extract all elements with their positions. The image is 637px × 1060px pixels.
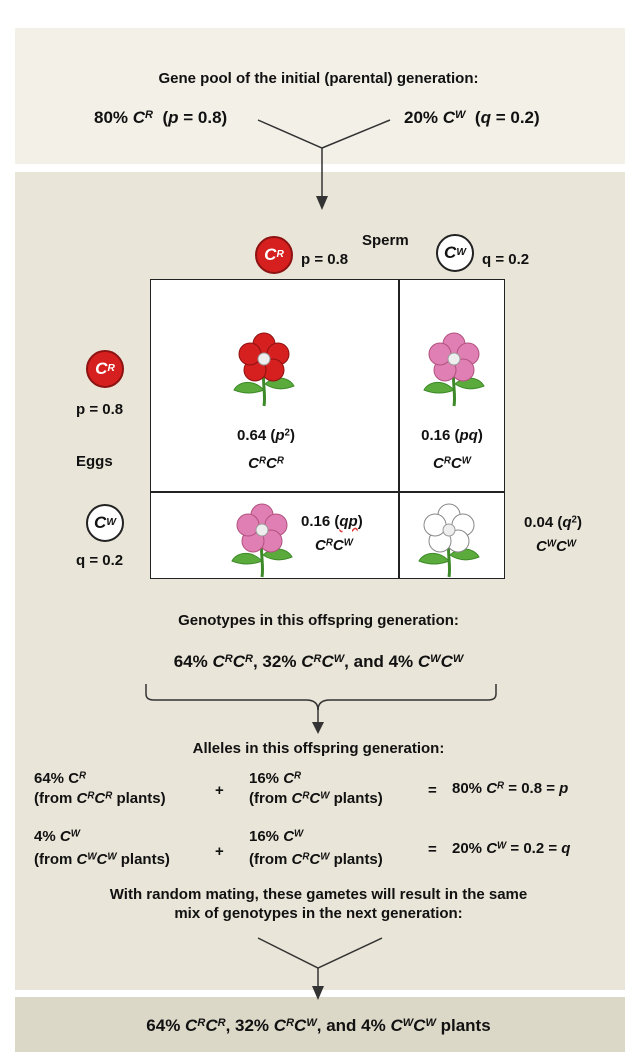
row2-result: 20% CW = 0.2 = q	[452, 840, 571, 857]
grid-divider-vertical	[398, 279, 400, 579]
egg-red-frequency: p = 0.8	[76, 401, 124, 418]
random-mating-line-1: With random mating, these gametes will r…	[109, 886, 528, 903]
row1-equals: =	[428, 782, 437, 799]
sperm-white-frequency: q = 0.2	[482, 251, 530, 268]
parental-left-frequency: 80% CR (p = 0.8)	[94, 108, 228, 127]
row1-plus: +	[215, 782, 224, 799]
genotypes-line: 64% CRCR, 32% CRCW, and 4% CWCW	[173, 652, 464, 671]
pink-flower-icon	[230, 503, 294, 579]
row2-term-b-source: (from CRCW plants)	[249, 851, 383, 868]
row2-plus: +	[215, 843, 224, 860]
cell-wr-genotype: CRCW	[315, 537, 353, 554]
eggs-label: Eggs	[76, 453, 113, 470]
white-flower-icon	[417, 503, 481, 579]
row2-term-b: 16% CW	[249, 828, 304, 845]
row1-term-a-source: (from CRCR plants)	[34, 790, 166, 807]
cell-rw-genotype: CRCW	[433, 455, 471, 472]
grid-divider-horizontal	[150, 491, 505, 493]
red-flower-icon	[232, 332, 296, 408]
row2-equals: =	[428, 841, 437, 858]
sperm-red-frequency: p = 0.8	[301, 251, 349, 268]
row2-term-a: 4% CW	[34, 828, 80, 845]
cell-rr-frequency: 0.64 (p2)	[237, 427, 295, 444]
parental-title: Gene pool of the initial (parental) gene…	[158, 70, 479, 87]
cell-wr-frequency: 0.16 (qp)	[301, 513, 363, 530]
parental-panel	[15, 28, 625, 164]
row1-term-b-source: (from CRCW plants)	[249, 790, 383, 807]
cell-rr-genotype: CRCR	[248, 455, 284, 472]
next-generation-panel	[15, 997, 625, 1052]
cell-ww-genotype: CWCW	[536, 538, 577, 555]
genotypes-title: Genotypes in this offspring generation:	[178, 612, 459, 629]
row1-result: 80% CR = 0.8 = p	[452, 780, 569, 797]
next-generation-genotypes: 64% CRCR, 32% CRCW, and 4% CWCW plants	[146, 1016, 491, 1035]
alleles-title: Alleles in this offspring generation:	[192, 740, 445, 757]
row1-term-b: 16% CR	[249, 770, 302, 787]
row2-term-a-source: (from CWCW plants)	[34, 851, 170, 868]
pink-flower-icon	[422, 332, 486, 408]
cell-rw-frequency: 0.16 (pq)	[421, 427, 483, 444]
egg-white-frequency: q = 0.2	[76, 552, 124, 569]
row1-term-a: 64% CR	[34, 770, 87, 787]
parental-right-frequency: 20% CW (q = 0.2)	[404, 108, 540, 127]
cell-ww-frequency: 0.04 (q2)	[524, 514, 582, 531]
random-mating-line-2: mix of genotypes in the next generation:	[174, 905, 463, 922]
sperm-label: Sperm	[362, 232, 409, 249]
